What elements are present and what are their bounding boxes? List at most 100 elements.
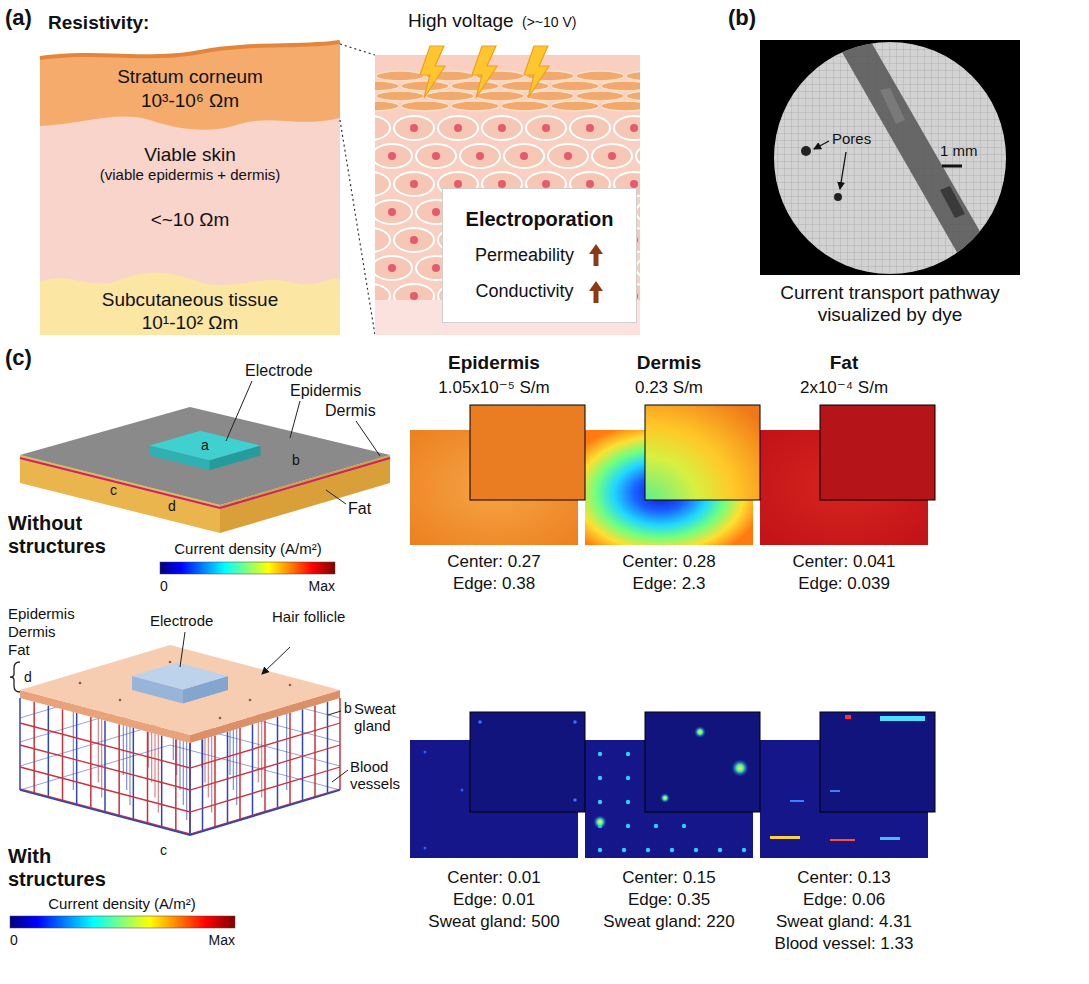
- vessel: [277, 717, 279, 809]
- text-label: Sweat gland: 4.31: [776, 912, 912, 932]
- text-label: Center: 0.041: [792, 552, 895, 572]
- hotspots: [424, 751, 464, 850]
- text-label: 1.05x10⁻⁵ S/m: [438, 378, 549, 398]
- text-label: a: [201, 437, 209, 453]
- heatmap-inset: [645, 712, 760, 812]
- panel-letter: (c): [5, 345, 32, 370]
- stratum-cell: [576, 71, 624, 81]
- streak: [830, 790, 840, 792]
- vessel: [264, 721, 266, 813]
- vessel: [19, 698, 21, 790]
- cell-nucleus: [542, 124, 550, 132]
- lightning-bolts: [420, 46, 549, 98]
- skin-cell: [375, 116, 390, 140]
- layer-value: <~10 Ωm: [151, 209, 230, 231]
- hotspot: [573, 798, 577, 802]
- text-label: Sweat gland: 220: [603, 912, 734, 932]
- hotspot: [424, 847, 427, 850]
- text-label: Electrode: [150, 612, 213, 629]
- stratum-cell: [375, 101, 399, 111]
- streaks: [830, 715, 925, 792]
- vessel: [202, 739, 204, 831]
- text-label: Edge: 2.3: [633, 574, 706, 594]
- hotspots: [478, 720, 577, 802]
- text-label: Epidermis: [290, 382, 361, 400]
- lightning-bolt: [420, 46, 445, 98]
- skin-cell: [375, 144, 412, 168]
- cell-nucleus: [586, 124, 594, 132]
- hotspot: [646, 848, 650, 852]
- stratum-cell: [476, 91, 524, 101]
- vessel: [227, 732, 229, 824]
- heatmap-inset: [470, 712, 585, 812]
- text-label: Edge: 0.35: [628, 890, 710, 910]
- text-label: Edge: 0.06: [803, 890, 885, 910]
- skin-cell: [460, 144, 500, 168]
- cell-nucleus: [432, 152, 440, 160]
- text-label: Current transport pathway visualized by …: [760, 282, 1020, 326]
- colorbar: [10, 916, 235, 928]
- leader-line: [332, 770, 348, 782]
- subcutaneous-layer: [40, 273, 340, 335]
- hair-follicle: [289, 684, 292, 687]
- skin-cell: [375, 200, 412, 224]
- leader-lines: [180, 632, 348, 782]
- vessel: [90, 717, 92, 809]
- up-arrow-shape: [589, 244, 603, 266]
- skin-cell: [592, 144, 632, 168]
- text-label: Blood vessel: 1.33: [775, 934, 914, 954]
- cell-nucleus: [608, 152, 616, 160]
- up-arrow-shape: [589, 281, 603, 303]
- cell-nucleus: [432, 264, 440, 272]
- cell-nucleus: [520, 152, 528, 160]
- stratum-corneum-layer: [40, 42, 340, 130]
- vessel: [161, 736, 163, 828]
- text-label: c: [110, 482, 117, 498]
- layer-value: 10³-10⁶ Ωm: [141, 90, 239, 112]
- stratum-cell: [451, 101, 499, 111]
- text-label: Edge: 0.01: [453, 890, 535, 910]
- epidermis-face: [20, 407, 390, 505]
- skin-cell: [614, 116, 640, 140]
- vessel: [20, 745, 340, 790]
- stratum-cell: [375, 81, 399, 91]
- vessel: [327, 702, 329, 794]
- skin-layer-band: Stratum corneum10³-10⁶ Ωm: [40, 64, 340, 114]
- text-label: High voltage: [408, 10, 514, 32]
- heatmap-inset: [820, 405, 935, 500]
- skin-cell: [394, 172, 434, 196]
- up-arrow: [588, 243, 604, 267]
- hotspot-glow: [694, 726, 706, 738]
- stratum-cell: [551, 81, 599, 91]
- vessel: [239, 728, 241, 820]
- skin-cell: [482, 116, 522, 140]
- hotspot: [598, 800, 602, 804]
- streak: [880, 837, 900, 840]
- stratum-cell: [526, 91, 574, 101]
- hotspot-glow: [660, 793, 670, 803]
- hotspot: [598, 752, 602, 756]
- cell-nucleus: [476, 152, 484, 160]
- text-label: Sweat gland: 500: [428, 912, 559, 932]
- vessel: [76, 713, 78, 805]
- text-label: Edge: 0.039: [798, 574, 890, 594]
- streak: [845, 715, 851, 719]
- dye-band: [835, 40, 1005, 275]
- vessel: [33, 702, 35, 794]
- vessel: [314, 706, 316, 798]
- text-label: Center: 0.13: [797, 868, 891, 888]
- stratum-corneum-surface: [40, 42, 340, 58]
- text-label: Max: [209, 932, 235, 948]
- stratum-cell: [501, 81, 549, 91]
- hotspot: [461, 789, 464, 792]
- skin-cell: [375, 172, 390, 196]
- layer-value: Conductivity: [475, 281, 573, 302]
- dye-band-patch: [880, 88, 905, 124]
- layer-name: Stratum corneum: [117, 66, 263, 88]
- vessel: [20, 745, 340, 790]
- text-label: Epidermis: [448, 352, 540, 374]
- panel-letter: (b): [728, 5, 756, 30]
- hair-follicle: [169, 661, 172, 664]
- skin-cell: [526, 116, 566, 140]
